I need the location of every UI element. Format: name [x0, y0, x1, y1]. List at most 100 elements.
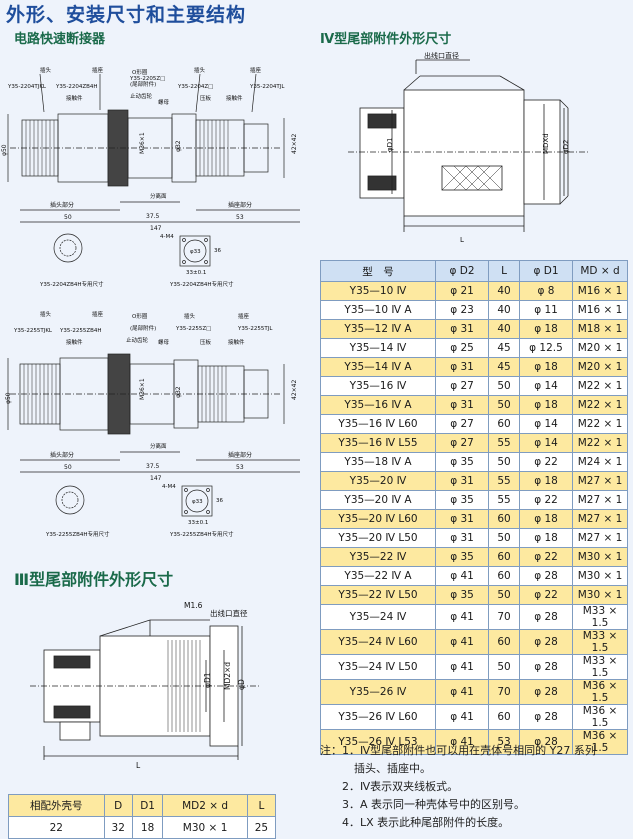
svg-text:插座部分: 插座部分	[228, 451, 252, 459]
table-cell: φ 31	[435, 395, 489, 415]
table-cell: φ 41	[435, 729, 489, 755]
table-cell: Y35—18 Ⅳ A	[320, 452, 436, 472]
svg-text:37.5: 37.5	[146, 213, 160, 220]
svg-text:φD: φD	[237, 679, 246, 690]
svg-text:插头: 插头	[184, 312, 196, 320]
svg-text:42×42: 42×42	[291, 380, 298, 400]
svg-text:53: 53	[236, 464, 244, 471]
table-cell: M27 × 1	[572, 490, 628, 510]
table-cell: 60	[488, 547, 520, 567]
table-cell: φ 35	[435, 547, 489, 567]
table-cell: 45	[488, 357, 520, 377]
note-line: 3．A 表示同一种壳体号中的区别号。	[342, 798, 526, 811]
table-cell: 18	[131, 816, 164, 839]
svg-text:Y35-2204ZB4H: Y35-2204ZB4H	[55, 84, 98, 90]
table-cell: 50	[488, 452, 520, 472]
note-line: 4．LX 表示此种尾部附件的长度。	[342, 816, 510, 829]
svg-text:φ32: φ32	[175, 140, 182, 152]
note-line: 2．Ⅳ表示双夹线板式。	[342, 780, 459, 793]
table-cell: M36 × 1.5	[572, 729, 628, 755]
table-cell: 50	[488, 376, 520, 396]
col-header: 相配外壳号	[8, 794, 105, 817]
table-cell: φ 18	[519, 395, 573, 415]
table-cell: Y35—16 Ⅳ L60	[320, 414, 436, 434]
table-cell: M18 × 1	[572, 319, 628, 339]
table-cell: φ 27	[435, 376, 489, 396]
table-cell: M33 × 1.5	[572, 654, 628, 680]
table-cell: M22 × 1	[572, 414, 628, 434]
table-cell: φ 22	[519, 547, 573, 567]
svg-text:接触件: 接触件	[66, 338, 83, 346]
svg-text:Y35-2205Z□: Y35-2205Z□	[129, 76, 165, 82]
svg-text:φD1: φD1	[203, 672, 212, 688]
svg-text:O形圈: O形圈	[132, 68, 148, 76]
svg-text:(尾部附件): (尾部附件)	[130, 80, 156, 88]
table-cell: φ 14	[519, 376, 573, 396]
table-cell: M22 × 1	[572, 433, 628, 453]
table-cell: Y35—10 Ⅳ	[320, 281, 436, 301]
table-cell: φ 12.5	[519, 338, 573, 358]
svg-text:50: 50	[64, 214, 72, 221]
type3-table: 相配外壳号 D D1 MD2 × d L 22 32 18 M30 × 1 25	[8, 794, 277, 839]
svg-text:MD2×d: MD2×d	[223, 662, 232, 690]
table-cell: 55	[488, 490, 520, 510]
table-cell: Y35—14 Ⅳ A	[320, 357, 436, 377]
svg-text:M1.6: M1.6	[184, 601, 203, 610]
table-cell: 40	[488, 281, 520, 301]
table-cell: Y35—22 Ⅳ A	[320, 566, 436, 586]
table-cell: φ 31	[435, 471, 489, 491]
table-cell: 55	[488, 433, 520, 453]
table-cell: φ 41	[435, 629, 489, 655]
table-cell: φ 8	[519, 281, 573, 301]
table-cell: 53	[488, 729, 520, 755]
svg-text:出线口直径: 出线口直径	[210, 608, 248, 618]
table-cell: Y35—12 Ⅳ A	[320, 319, 436, 339]
svg-text:M36×1: M36×1	[139, 378, 146, 400]
table-cell: φ 14	[519, 433, 573, 453]
table-cell: φ 18	[519, 509, 573, 529]
table-cell: φ 22	[519, 490, 573, 510]
table-cell: Y35—24 Ⅳ L60	[320, 629, 436, 655]
table-cell: M22 × 1	[572, 395, 628, 415]
svg-text:插座: 插座	[238, 312, 250, 320]
svg-text:L: L	[460, 236, 464, 244]
svg-text:Y35-2255ZB4H专用尺寸: Y35-2255ZB4H专用尺寸	[169, 530, 234, 538]
table-row: 22 32 18 M30 × 1 25	[8, 816, 277, 839]
table-cell: φ 21	[435, 281, 489, 301]
col-header: MD2 × d	[162, 794, 248, 817]
table-cell: M20 × 1	[572, 338, 628, 358]
table-cell: 60	[488, 414, 520, 434]
col-header: L	[488, 260, 520, 282]
table-cell: φ 28	[519, 654, 573, 680]
table-cell: φ 28	[519, 629, 573, 655]
table-cell: φ 22	[519, 585, 573, 605]
svg-text:螺母: 螺母	[158, 338, 170, 346]
svg-text:插座: 插座	[250, 66, 262, 74]
section-heading-type3: Ⅲ型尾部附件外形尺寸	[14, 570, 174, 589]
table-cell: Y35—16 Ⅳ L55	[320, 433, 436, 453]
svg-text:φD1: φD1	[386, 138, 394, 152]
table-cell: 40	[488, 319, 520, 339]
table-cell: Y35—16 Ⅳ A	[320, 395, 436, 415]
col-header: φ D2	[435, 260, 489, 282]
table-cell: Y35—24 Ⅳ L50	[320, 654, 436, 680]
table-cell: M36 × 1.5	[572, 704, 628, 730]
svg-text:分离面: 分离面	[150, 442, 167, 450]
